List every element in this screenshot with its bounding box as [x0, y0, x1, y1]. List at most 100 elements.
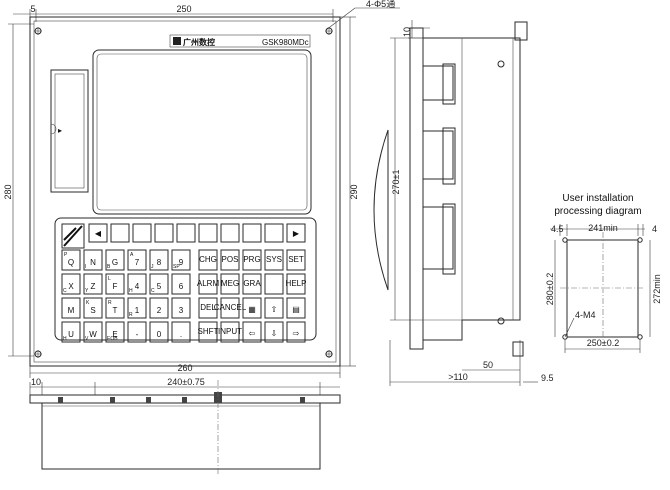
- func-key-face[interactable]: [220, 249, 240, 271]
- func-key-⇩[interactable]: ⇩: [264, 321, 284, 343]
- func-key-face[interactable]: [242, 321, 262, 343]
- func-key-face[interactable]: [242, 297, 262, 319]
- key-U[interactable]: UH: [61, 321, 81, 343]
- func-key-face[interactable]: [198, 273, 218, 295]
- func-key-face[interactable]: [264, 249, 284, 271]
- soft-key-2[interactable]: [132, 223, 152, 243]
- key-face[interactable]: [105, 273, 125, 295]
- soft-key-8[interactable]: [264, 223, 284, 243]
- key--[interactable]: -: [127, 321, 147, 343]
- key-W[interactable]: WV: [83, 321, 103, 343]
- key-.[interactable]: .: [171, 321, 191, 343]
- left-arrow-icon[interactable]: ◀: [95, 229, 102, 238]
- func-key-sys[interactable]: SYS: [264, 249, 284, 271]
- key-X[interactable]: XC: [61, 273, 81, 295]
- func-key-face[interactable]: [198, 249, 218, 271]
- func-key-face[interactable]: [242, 273, 262, 295]
- key-face[interactable]: [127, 321, 147, 343]
- soft-key-6[interactable]: [220, 223, 240, 243]
- key-F[interactable]: FL: [105, 273, 125, 295]
- key-face[interactable]: [149, 249, 169, 271]
- func-key-cancel[interactable]: CANCEL: [214, 297, 247, 319]
- key-face[interactable]: [105, 321, 125, 343]
- key-5[interactable]: 5C: [149, 273, 169, 295]
- key-face[interactable]: [149, 321, 169, 343]
- func-key-⇦[interactable]: ⇦: [242, 321, 262, 343]
- func-key-gra[interactable]: GRA: [242, 273, 262, 295]
- key-M[interactable]: M: [61, 297, 81, 319]
- func-key-face[interactable]: [286, 273, 306, 295]
- key-0[interactable]: 0: [149, 321, 169, 343]
- func-key-help[interactable]: HELP: [286, 273, 307, 295]
- key-8[interactable]: 8J: [149, 249, 169, 271]
- soft-key-3[interactable]: [154, 223, 174, 243]
- func-key-set[interactable]: SET: [286, 249, 306, 271]
- key-face[interactable]: [83, 249, 103, 271]
- soft-key-7[interactable]: [242, 223, 262, 243]
- key-face[interactable]: [127, 273, 147, 295]
- soft-key-4[interactable]: [176, 223, 196, 243]
- func-key-chg[interactable]: CHG: [198, 249, 218, 271]
- key-face[interactable]: [61, 297, 81, 319]
- key-2[interactable]: 2: [149, 297, 169, 319]
- key-face[interactable]: [127, 249, 147, 271]
- func-key-face[interactable]: [198, 321, 218, 343]
- func-key-▤[interactable]: ▤: [286, 297, 306, 319]
- key-face[interactable]: [83, 321, 103, 343]
- func-key-del[interactable]: DEL: [198, 297, 218, 319]
- soft-key-1[interactable]: [110, 223, 130, 243]
- key-face[interactable]: [61, 273, 81, 295]
- right-arrow-icon[interactable]: ▶: [293, 229, 300, 238]
- func-key-face[interactable]: [264, 273, 284, 295]
- key-1[interactable]: 1R: [127, 297, 147, 319]
- key-face[interactable]: [171, 321, 191, 343]
- func-key-blank[interactable]: [264, 273, 284, 295]
- func-key-face[interactable]: [286, 249, 306, 271]
- key-face[interactable]: [171, 273, 191, 295]
- key-face[interactable]: [171, 297, 191, 319]
- soft-key-5[interactable]: [198, 223, 218, 243]
- key-face[interactable]: [61, 249, 81, 271]
- func-key-face[interactable]: [220, 273, 240, 295]
- key-Z[interactable]: ZY: [83, 273, 103, 295]
- func-key-face[interactable]: [220, 321, 240, 343]
- key-face[interactable]: [149, 297, 169, 319]
- func-key-face[interactable]: [220, 297, 240, 319]
- func-key-meg[interactable]: MEG: [220, 273, 240, 295]
- func-key-face[interactable]: [286, 321, 306, 343]
- key-6[interactable]: 6: [171, 273, 191, 295]
- key-face[interactable]: [83, 273, 103, 295]
- key-N[interactable]: NI: [83, 249, 103, 271]
- func-key-⇨[interactable]: ⇨: [286, 321, 306, 343]
- func-key-▦[interactable]: ▦: [242, 297, 262, 319]
- key-Q[interactable]: QP: [61, 249, 81, 271]
- soft-key-row[interactable]: ◀ ▶: [88, 223, 306, 243]
- func-key-input[interactable]: INPUT: [218, 321, 242, 343]
- func-key-face[interactable]: [198, 297, 218, 319]
- key-face[interactable]: [171, 249, 191, 271]
- key-S[interactable]: SK: [83, 297, 103, 319]
- func-key-pos[interactable]: POS: [220, 249, 240, 271]
- key-3[interactable]: 3: [171, 297, 191, 319]
- key-face[interactable]: [127, 297, 147, 319]
- key-7[interactable]: 7A: [127, 249, 147, 271]
- key-face[interactable]: [61, 321, 81, 343]
- key-G[interactable]: GB: [105, 249, 125, 271]
- key-4[interactable]: 4H: [127, 273, 147, 295]
- key-face[interactable]: [105, 297, 125, 319]
- func-key-prg[interactable]: PRG: [242, 249, 262, 271]
- key-face[interactable]: [83, 297, 103, 319]
- key-face[interactable]: [149, 273, 169, 295]
- func-key-face[interactable]: [286, 297, 306, 319]
- key-face[interactable]: [105, 249, 125, 271]
- func-key-alrm[interactable]: ALRM: [197, 273, 220, 295]
- func-key-⇧[interactable]: ⇧: [264, 297, 284, 319]
- key-T[interactable]: TR: [105, 297, 125, 319]
- func-key-face[interactable]: [242, 249, 262, 271]
- key-9[interactable]: 9SP: [171, 249, 191, 271]
- func-key-shft[interactable]: SHFT: [198, 321, 219, 343]
- func-key-face[interactable]: [264, 321, 284, 343]
